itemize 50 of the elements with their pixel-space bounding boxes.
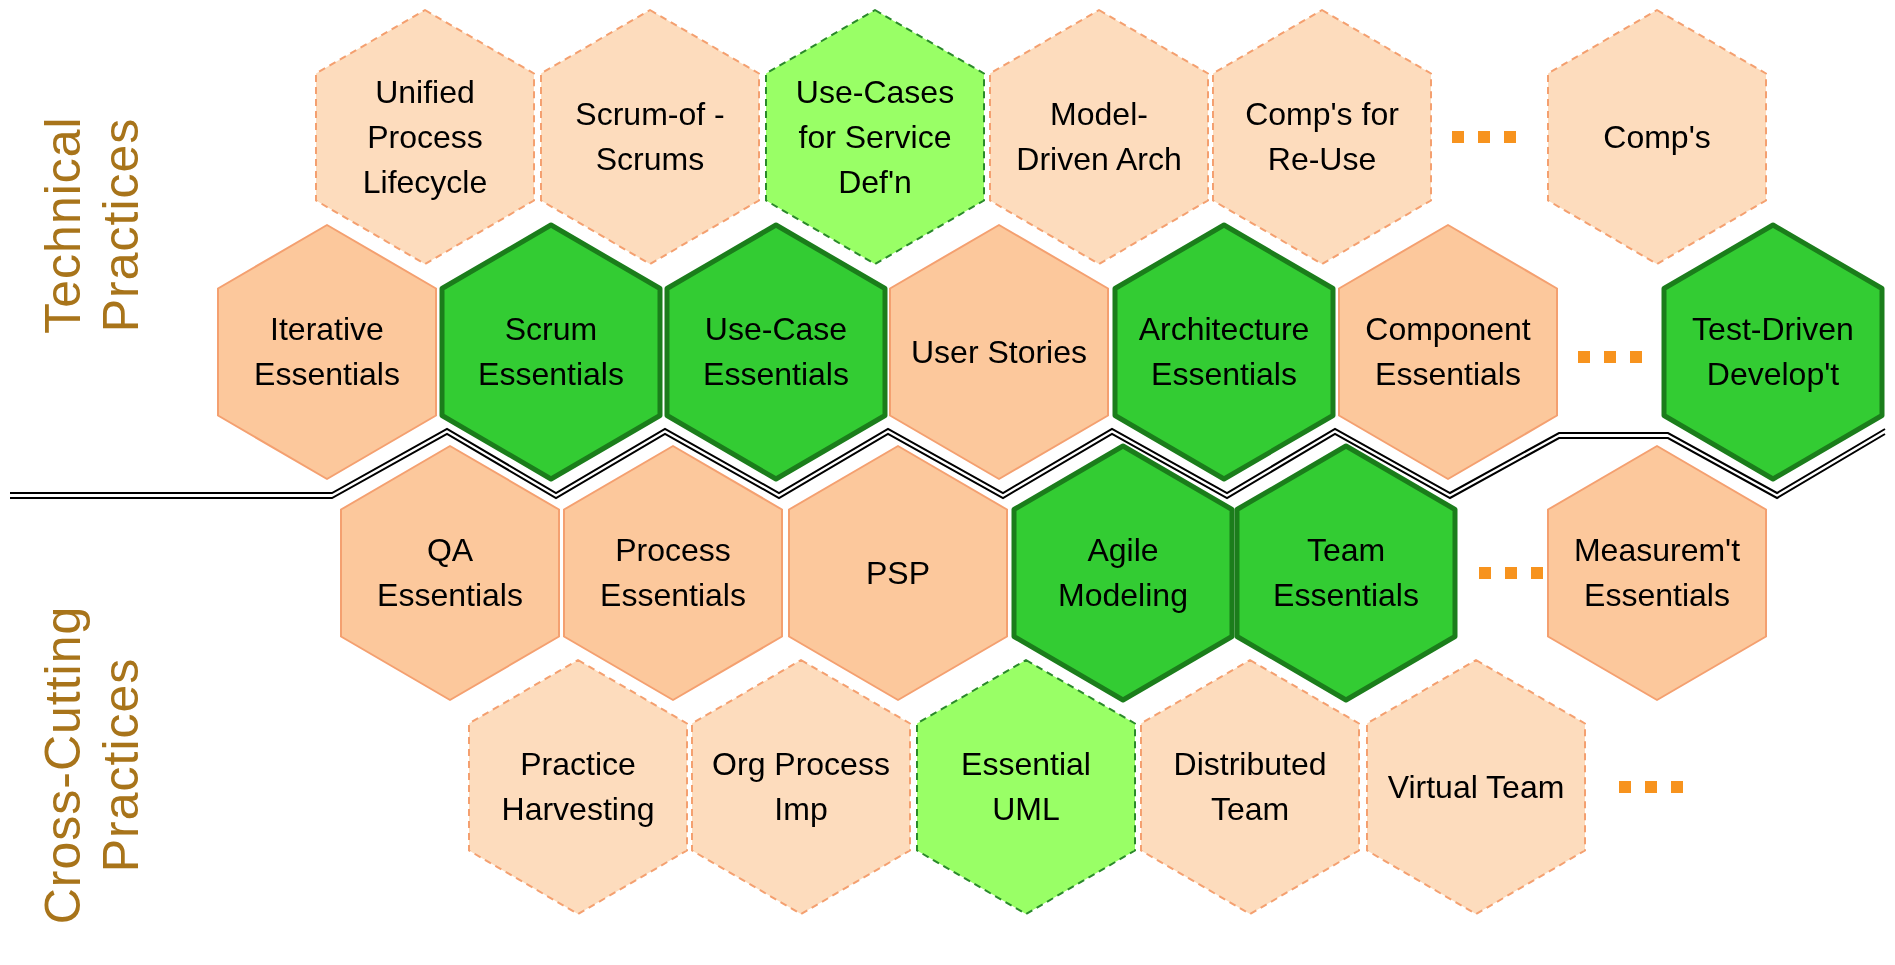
practice-hexagon (890, 225, 1108, 479)
hexagon-label: Use-Cases for Service Def'n (794, 72, 956, 202)
hexagon-label: Virtual Team (1386, 767, 1566, 807)
hexagon-label: Scrum-of -Scrums (574, 95, 726, 179)
hexagon-label: Process Essentials (599, 531, 747, 615)
practice-hexagon (789, 446, 1007, 700)
hexagon-label: Architecture Essentials (1137, 310, 1311, 394)
practice-hexagon (469, 660, 687, 914)
hexagon-label: Distributed Team (1172, 745, 1328, 829)
section-heading: Cross-Cutting Practices (34, 604, 150, 927)
practice-hexagon (341, 446, 559, 700)
hexagon-label: Unified Process Lifecycle (361, 72, 489, 202)
practice-hexagon (316, 10, 534, 264)
hexagon-label: Scrum Essentials (477, 310, 625, 394)
practice-hexagon (1115, 225, 1333, 479)
practice-hexagon (442, 225, 660, 479)
hexagon-label: PSP (865, 553, 931, 593)
hexagon-label: Org Process Imp (711, 745, 891, 829)
practice-hexagon (541, 10, 759, 264)
hexagon-label: Comp's for Re-Use (1244, 95, 1400, 179)
hexagon-label: Use-Case Essentials (702, 310, 850, 394)
practice-hexagon (1367, 660, 1585, 914)
hexagon-label: Measurem't Essentials (1572, 531, 1742, 615)
practice-hexagon (1339, 225, 1557, 479)
hexagon-label: Practice Harvesting (500, 745, 656, 829)
practice-hexagon (667, 225, 885, 479)
practice-hexagon (564, 446, 782, 700)
practice-hexagon (1141, 660, 1359, 914)
practice-hexagon (1237, 446, 1455, 700)
practice-hexagon (1548, 10, 1766, 264)
hexagon-label: User Stories (909, 332, 1088, 372)
hexagon-label: Agile Modeling (1057, 531, 1189, 615)
practice-hexagon (692, 660, 910, 914)
practice-hexagon (1548, 446, 1766, 700)
hexagon-label: QA Essentials (376, 531, 524, 615)
practice-hexagon (218, 225, 436, 479)
hexagon-label: Iterative Essentials (253, 310, 401, 394)
hexagon-label: Test-Driven Develop't (1691, 310, 1855, 394)
hexagon-label: Comp's (1602, 117, 1712, 157)
hexagon-label: Team Essentials (1272, 531, 1420, 615)
practice-hexagon (1213, 10, 1431, 264)
practice-hexagon (766, 10, 984, 264)
hexagon-label: Essential UML (960, 745, 1092, 829)
practice-hexagon (917, 660, 1135, 914)
hexagon-label: Model-Driven Arch (1015, 95, 1183, 179)
section-heading: Technical Practices (34, 115, 150, 336)
practice-hexagon (990, 10, 1208, 264)
practice-hexagon (1664, 225, 1882, 479)
hexagon-label: Component Essentials (1364, 310, 1532, 394)
practice-hexagon (1014, 446, 1232, 700)
